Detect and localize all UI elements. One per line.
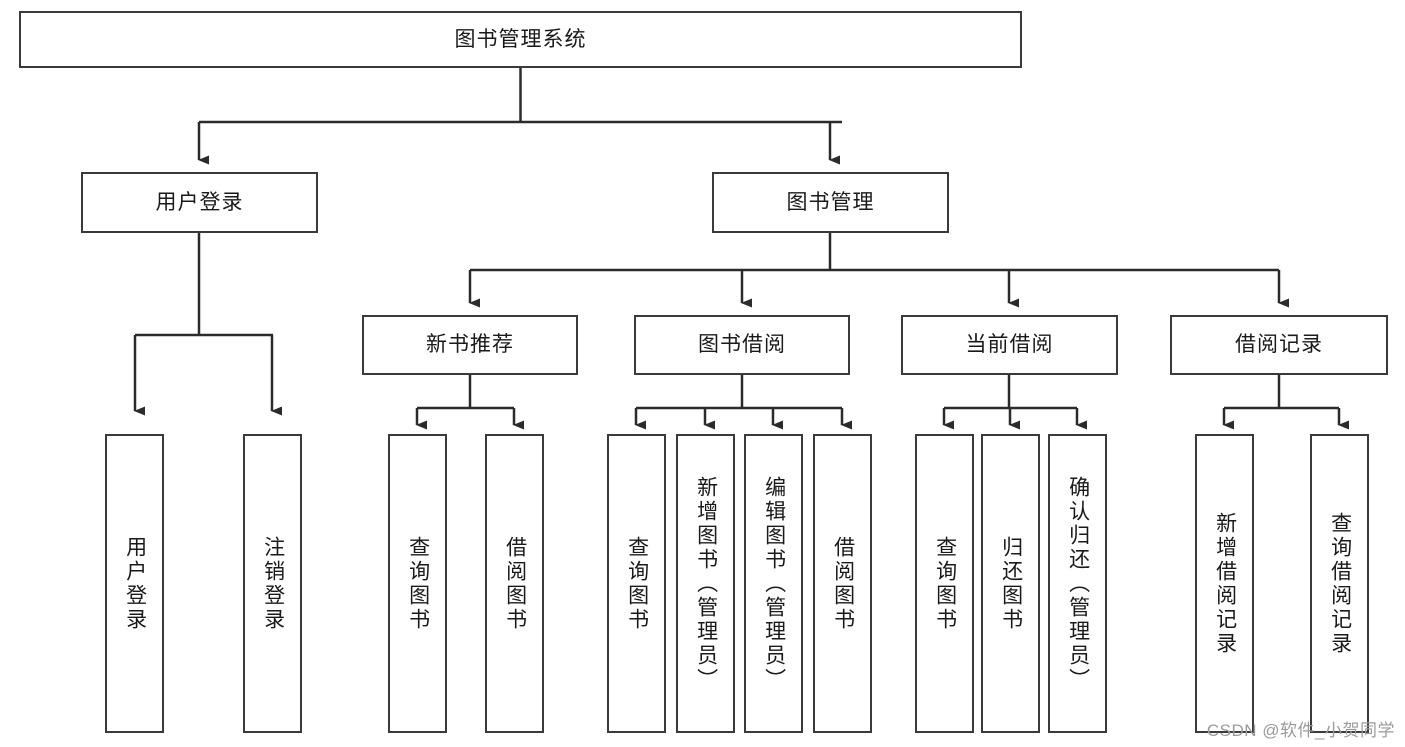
leaf-current-return-book[interactable]: 归还图书 [981, 434, 1040, 733]
node-label: 新增图书（管理员） [694, 475, 718, 692]
node-label: 查询图书 [625, 535, 649, 632]
node-label: 编辑图书（管理员） [762, 475, 786, 692]
node-label: 查询图书 [406, 535, 430, 632]
node-label: 新增借阅记录 [1213, 511, 1237, 656]
node-root-book-management-system[interactable]: 图书管理系统 [19, 11, 1022, 68]
leaf-borrow-borrow-book[interactable]: 借阅图书 [813, 434, 872, 733]
node-label: 借阅图书 [503, 535, 527, 632]
leaf-borrow-add-book-admin[interactable]: 新增图书（管理员） [676, 434, 735, 733]
leaf-record-add-borrow-record[interactable]: 新增借阅记录 [1195, 434, 1254, 733]
node-new-book-recommendation[interactable]: 新书推荐 [362, 315, 578, 375]
node-label: 图书管理系统 [454, 27, 587, 51]
node-label: 新书推荐 [426, 333, 514, 357]
leaf-new-book-borrow-book[interactable]: 借阅图书 [485, 434, 544, 733]
node-label: 用户登录 [155, 190, 244, 214]
node-label: 借阅记录 [1235, 333, 1323, 357]
leaf-borrow-query-book[interactable]: 查询图书 [607, 434, 666, 733]
node-user-login[interactable]: 用户登录 [81, 172, 318, 233]
watermark-text: CSDN @软件_小贺同学 [1206, 721, 1395, 740]
leaf-user-login-login[interactable]: 用户登录 [105, 434, 164, 733]
node-label: 归还图书 [999, 535, 1023, 632]
node-book-management[interactable]: 图书管理 [712, 172, 949, 233]
node-borrowing-record[interactable]: 借阅记录 [1170, 315, 1388, 375]
node-label: 图书管理 [786, 190, 875, 214]
leaf-borrow-edit-book-admin[interactable]: 编辑图书（管理员） [744, 434, 803, 733]
node-label: 确认归还（管理员） [1066, 475, 1090, 692]
leaf-current-confirm-return-admin[interactable]: 确认归还（管理员） [1048, 434, 1107, 733]
leaf-user-login-logout[interactable]: 注销登录 [243, 434, 302, 733]
node-current-borrowing[interactable]: 当前借阅 [901, 315, 1118, 375]
node-label: 借阅图书 [831, 535, 855, 632]
node-label: 用户登录 [123, 535, 147, 632]
node-book-borrowing[interactable]: 图书借阅 [634, 315, 850, 375]
node-label: 查询图书 [933, 535, 957, 632]
node-label: 当前借阅 [965, 333, 1054, 357]
node-label: 查询借阅记录 [1328, 511, 1352, 656]
leaf-new-book-query-book[interactable]: 查询图书 [388, 434, 447, 733]
leaf-current-query-book[interactable]: 查询图书 [915, 434, 974, 733]
leaf-record-query-borrow-record[interactable]: 查询借阅记录 [1310, 434, 1369, 733]
node-label: 注销登录 [261, 535, 285, 632]
node-label: 图书借阅 [698, 333, 786, 357]
